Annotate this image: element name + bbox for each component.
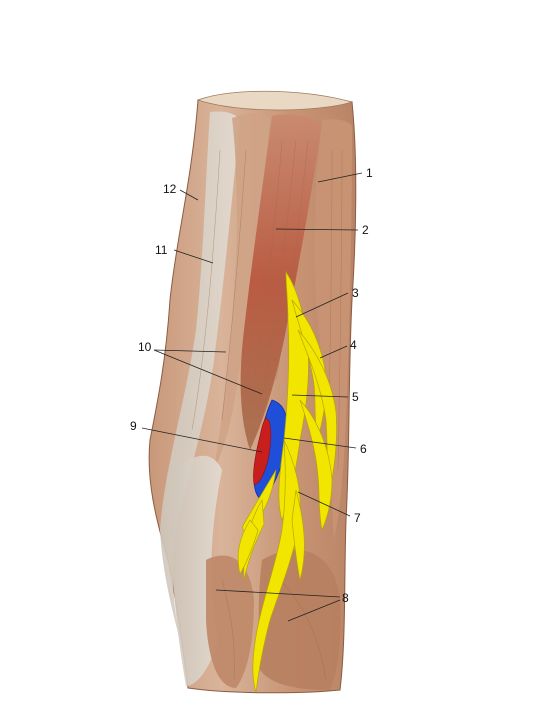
label-4: 4 bbox=[350, 338, 357, 352]
leader-1 bbox=[317, 172, 363, 183]
leader-10b bbox=[153, 349, 263, 395]
label-7: 7 bbox=[354, 511, 361, 525]
muscle-band-lateral bbox=[214, 113, 270, 470]
leader-5 bbox=[291, 394, 349, 398]
label-8: 8 bbox=[342, 591, 349, 605]
leader-10a bbox=[153, 349, 227, 353]
leader-8b bbox=[287, 599, 341, 622]
artery bbox=[253, 417, 272, 485]
label-5: 5 bbox=[352, 390, 359, 404]
nerve-bundle bbox=[237, 270, 337, 693]
label-6: 6 bbox=[360, 442, 367, 456]
muscle-medial bbox=[314, 119, 352, 540]
leader-12 bbox=[179, 189, 199, 201]
figure-labels: 1 2 3 4 5 6 7 8 9 10 11 12 bbox=[130, 166, 373, 605]
label-1: 1 bbox=[366, 166, 373, 180]
muscle-fibers bbox=[191, 139, 343, 681]
leader-11 bbox=[173, 249, 214, 264]
label-11: 11 bbox=[155, 243, 168, 257]
label-2: 2 bbox=[362, 223, 369, 237]
label-3: 3 bbox=[352, 286, 359, 300]
leader-7 bbox=[297, 491, 351, 517]
leader-9 bbox=[141, 427, 263, 453]
leader-2 bbox=[275, 228, 359, 231]
leader-3 bbox=[295, 292, 349, 318]
leader-6 bbox=[283, 437, 357, 449]
leader-4 bbox=[319, 345, 348, 359]
label-10: 10 bbox=[138, 340, 152, 354]
muscle-lower-left bbox=[206, 555, 254, 688]
label-9: 9 bbox=[130, 419, 137, 433]
label-12: 12 bbox=[163, 182, 177, 196]
leader-lines bbox=[141, 172, 363, 622]
leader-8a bbox=[215, 589, 341, 598]
top-cut-surface bbox=[196, 90, 354, 111]
